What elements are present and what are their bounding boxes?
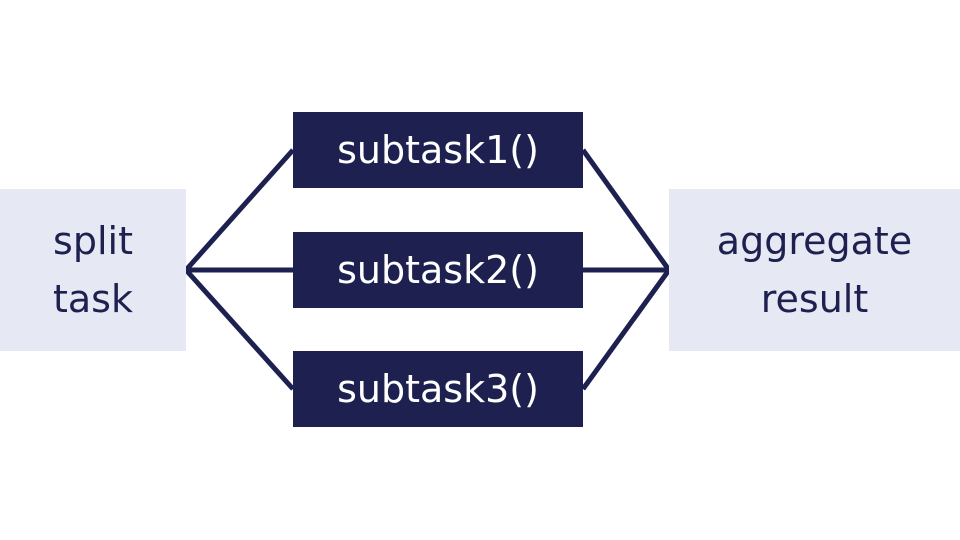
subtask2-label: subtask2(): [337, 248, 539, 292]
subtask3-label: subtask3(): [337, 367, 539, 411]
split-task-box: split task: [0, 189, 186, 351]
aggregate-result-box: aggregate result: [669, 189, 960, 351]
connector-split-to-subtask1: [184, 148, 295, 272]
connector-subtask3-to-aggregate: [580, 268, 672, 391]
subtask1-label: subtask1(): [337, 128, 539, 172]
split-task-label: split task: [53, 219, 133, 321]
connector-split-to-subtask3: [184, 268, 295, 391]
connector-subtask1-to-aggregate: [580, 148, 672, 272]
aggregate-result-label: aggregate result: [716, 219, 913, 321]
subtask3-box: subtask3(): [293, 351, 583, 427]
subtask1-box: subtask1(): [293, 112, 583, 188]
subtask2-box: subtask2(): [293, 232, 583, 308]
